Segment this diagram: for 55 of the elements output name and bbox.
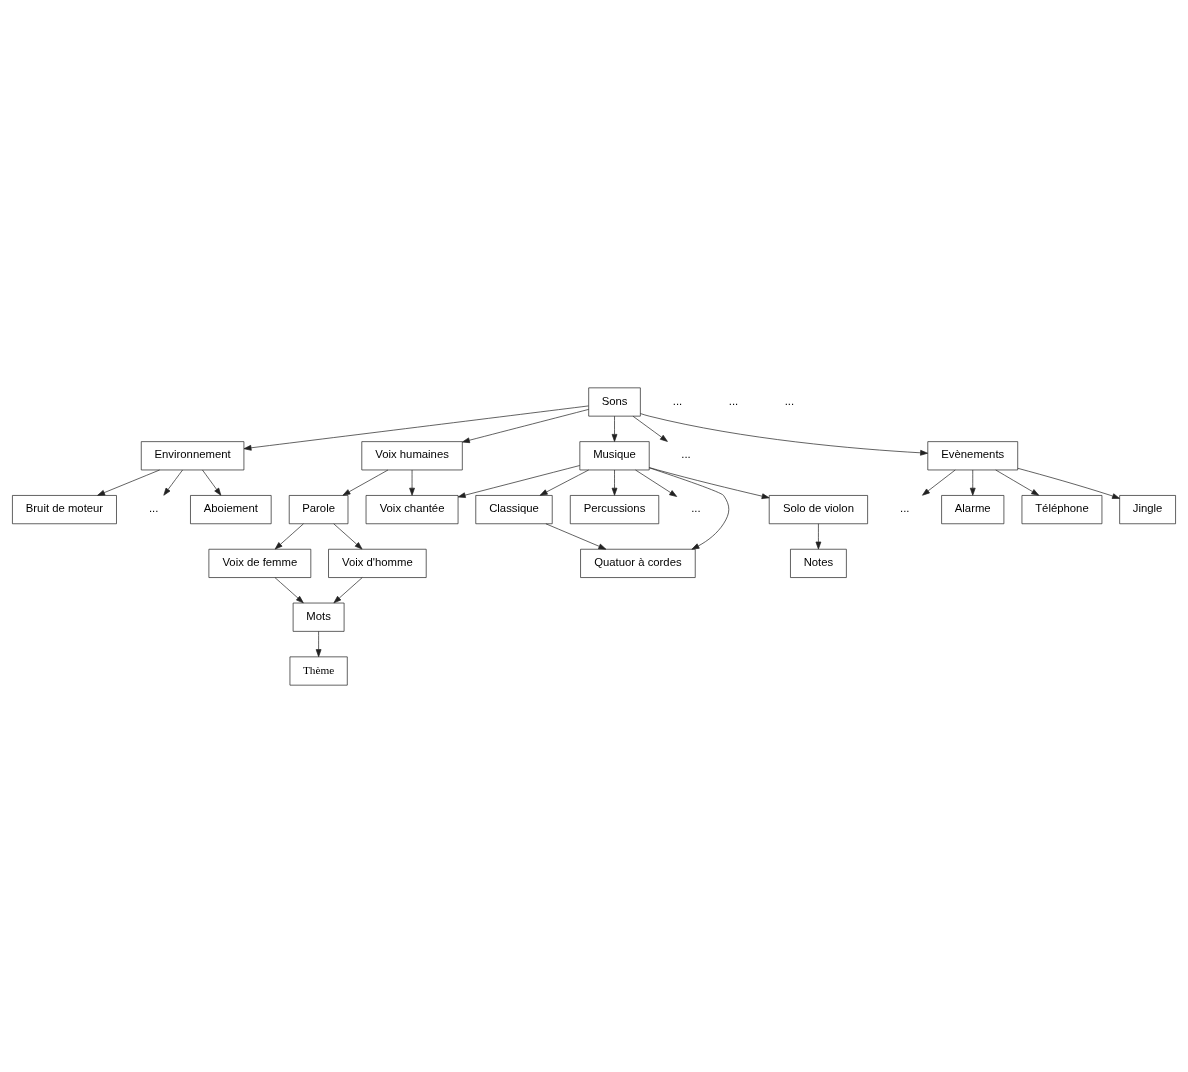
label: ... — [672, 394, 683, 407]
node-text: ... — [681, 447, 691, 460]
node-box: Sons — [588, 386, 641, 416]
arrow — [611, 469, 618, 496]
node-box: Classique — [475, 494, 553, 524]
node-text: ... — [148, 501, 159, 514]
arrow — [648, 466, 730, 550]
node-box: Mots — [292, 602, 345, 632]
arrow — [611, 415, 618, 442]
node-box: Parole — [288, 494, 349, 524]
node-box: Alarme — [941, 494, 1005, 524]
arrow — [815, 522, 822, 549]
arrow — [342, 469, 389, 496]
node-text: ... — [691, 501, 701, 514]
arrow — [315, 630, 322, 657]
arrow — [995, 469, 1040, 496]
node-box: Voix de femme — [208, 548, 312, 578]
arrow — [457, 464, 581, 498]
node-box: Percussions — [569, 494, 660, 524]
arrow — [640, 412, 928, 456]
node-box: Evènements — [927, 440, 1019, 470]
node-box: Voix chantée — [365, 494, 459, 524]
node-box: Voix d'homme — [328, 548, 427, 578]
arrow — [202, 469, 222, 496]
arrow — [163, 469, 183, 496]
node-text: ... — [900, 501, 910, 514]
node-box: Musique — [579, 440, 650, 470]
arrow — [97, 469, 160, 496]
node-box: Environnement — [140, 440, 245, 470]
arrow — [539, 469, 589, 496]
arrow — [409, 469, 415, 496]
arrow — [333, 522, 363, 549]
arrow — [649, 466, 770, 499]
label: ... — [784, 394, 795, 407]
label: ... — [728, 394, 739, 407]
arrow — [274, 522, 304, 549]
node-box: Bruit de moteur — [12, 494, 117, 524]
node-box: Quatuor à cordes — [580, 548, 696, 578]
node-box: Solo de violon — [768, 494, 868, 524]
node-box: Notes — [790, 548, 847, 578]
arrow — [635, 469, 678, 497]
arrow — [274, 576, 304, 603]
node-box: Thème — [289, 656, 348, 686]
arrow — [632, 415, 668, 442]
arrow — [969, 469, 976, 496]
node-box: Voix humaines — [361, 440, 463, 470]
node-box: Aboiement — [190, 494, 272, 524]
arrow — [243, 405, 589, 451]
arrow — [922, 469, 956, 496]
node-box: Jingle — [1119, 494, 1176, 524]
arrow — [1017, 467, 1120, 499]
node-box: Téléphone — [1021, 494, 1103, 524]
arrow — [545, 522, 607, 549]
arrow — [462, 408, 590, 443]
arrow — [333, 576, 363, 603]
